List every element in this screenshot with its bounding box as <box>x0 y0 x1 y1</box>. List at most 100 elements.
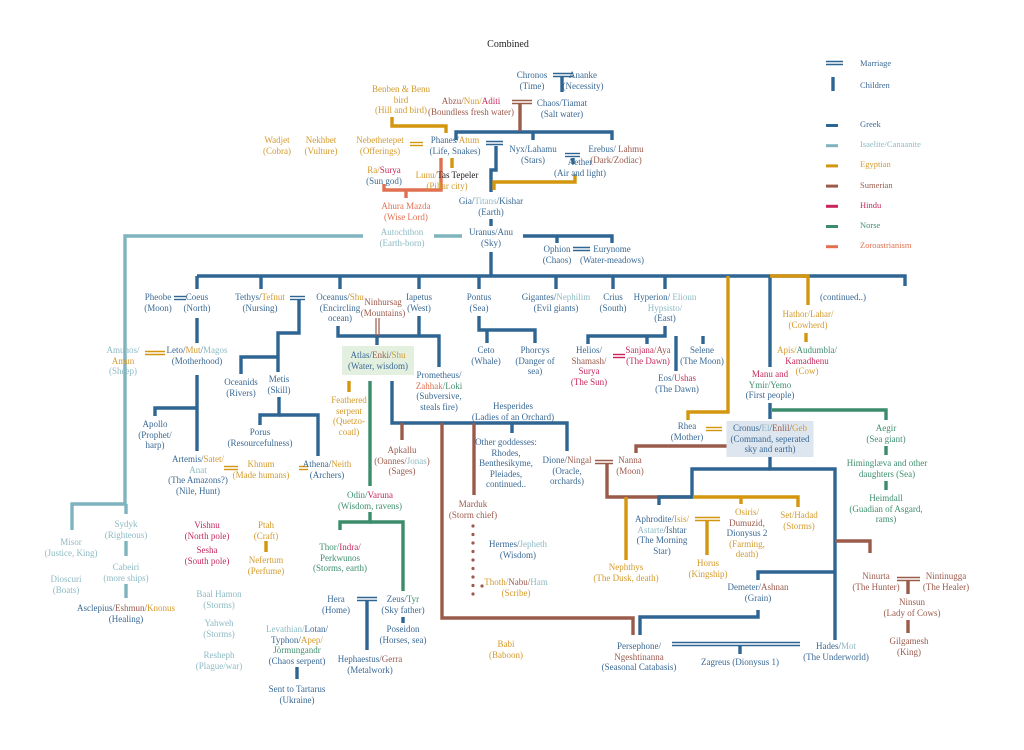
node-line: Babi <box>489 639 523 650</box>
node-line: Nyx/Lahamu <box>509 144 557 155</box>
node-line: Typhon/Apep/ <box>266 635 328 646</box>
node-text: Hera <box>327 594 345 604</box>
node-line: Feathered <box>331 395 366 406</box>
node-amunos: Amunos/Amun(Sheep) <box>106 345 139 377</box>
node-line: Chronos <box>517 70 548 81</box>
node-text: Jepheth <box>519 539 548 549</box>
node-line: (Sages) <box>374 466 430 477</box>
node-text: Nyx/Lahamu <box>509 144 557 154</box>
node-nefertum: Nefertum(Perfume) <box>248 555 284 576</box>
node-line: Iapetus <box>406 292 432 303</box>
node-line: Rhea <box>671 421 704 432</box>
node-line: Porus <box>228 427 293 438</box>
node-line: Shamash/ <box>571 356 607 367</box>
node-text: Nabu/ <box>508 577 531 587</box>
node-line: Nintinugga <box>923 571 969 582</box>
node-line: (Boundless fresh water) <box>428 107 514 118</box>
node-line: (Sun god) <box>366 176 402 187</box>
node-line: Apollo <box>138 419 172 430</box>
node-text: (Cobra) <box>263 145 291 156</box>
node-text: Gia/ <box>458 196 475 206</box>
marriage-line <box>706 426 722 432</box>
node-line: Manu and <box>746 369 795 380</box>
node-text: Autochthon <box>380 227 424 237</box>
node-asclepius: Asclepius/Eshmun/Knonus(Healing) <box>77 603 175 624</box>
node-line: (Kingship) <box>689 569 728 580</box>
node-line: Surya <box>571 366 607 377</box>
node-line: Coeus <box>184 292 211 303</box>
node-text: Indra/ <box>339 542 361 552</box>
node-text: Mut <box>185 345 201 355</box>
child-line <box>153 406 197 416</box>
marriage-line <box>573 246 590 252</box>
node-text: (The Hunter) <box>852 581 900 592</box>
node-text: Erebus/ <box>588 144 619 154</box>
node-text: (Quetzo- <box>333 416 365 427</box>
child-line <box>835 539 872 553</box>
marriage-line <box>224 465 238 471</box>
node-line: Himinglæva and other <box>847 458 928 469</box>
child-line <box>197 274 907 286</box>
node-line: (Mountains) <box>361 308 406 319</box>
legend-marriage-label: Marriage <box>860 58 892 68</box>
node-line: (Seasonal Catabasis) <box>602 662 677 673</box>
node-text: /Aya <box>653 345 671 355</box>
node-text: (Storms) <box>783 520 815 531</box>
node-baal: Baal Hamon(Storms) <box>196 589 241 610</box>
node-gilgamesh: Gilgamesh(King) <box>890 636 929 657</box>
node-line: (North) <box>184 303 211 314</box>
node-text: Heimdall <box>869 493 903 503</box>
node-line: Gia/Titans/Kishar <box>459 196 523 207</box>
node-text: (Motherhood) <box>171 355 223 366</box>
node-babi: Babi(Baboon) <box>489 639 523 660</box>
node-ananke: Ananke(Necessity) <box>563 70 604 91</box>
node-text: Pleiades, <box>489 468 523 479</box>
node-line: (Perfume) <box>248 566 284 577</box>
node-line: Athena/Neith <box>303 459 352 470</box>
child-line <box>70 502 125 530</box>
node-text: (Craft) <box>253 530 279 541</box>
node-text: (Storm chief) <box>448 509 498 520</box>
node-text: Atlas/ <box>350 350 372 360</box>
node-text: Enlil <box>772 423 790 433</box>
node-text: Nephilim <box>556 292 591 302</box>
node-metis: Metis(Skill) <box>267 374 290 395</box>
node-line: (Boats) <box>51 585 82 596</box>
node-apkallu: Apkallu(Oannes/Jonas)(Sages) <box>374 445 430 477</box>
node-poseidon: Poseidon(Horses, sea) <box>380 624 427 645</box>
node-phanes: Phanes/Atum(Life, Snakes) <box>430 135 481 156</box>
node-line: Cronus/El/Enlil/Geb <box>731 423 810 434</box>
node-line: (Earth-born) <box>380 238 425 249</box>
node-thor: Thor/Indra/Perkwunos(Storms, earth) <box>313 542 367 574</box>
node-line: (Horses, sea) <box>380 635 427 646</box>
node-text: Ninhursag <box>364 297 402 307</box>
child-line <box>370 520 405 591</box>
node-text: harp) <box>145 440 165 451</box>
node-text: Enki <box>371 350 389 360</box>
node-text: coatl) <box>338 426 360 437</box>
child-line <box>586 326 667 344</box>
node-line: (Chaos serpent) <box>266 656 328 667</box>
node-line: (The Underworld) <box>803 652 869 663</box>
node-text: ocean) <box>328 313 352 324</box>
node-line: (The Morning <box>635 535 689 546</box>
node-text: Pheobe <box>144 292 172 302</box>
node-text: Ham <box>530 577 548 587</box>
node-hesperides: Hesperides(Ladies of an Orchard) <box>472 401 554 422</box>
node-line: Ptah <box>254 520 279 531</box>
node-line: Gilgamesh <box>890 636 929 647</box>
node-text: (Lady of Cows) <box>883 607 941 618</box>
node-line: (Nursing) <box>235 303 285 314</box>
node-line: (Prophet/ <box>138 430 172 441</box>
node-text: Anat <box>189 464 207 475</box>
node-text: / <box>769 423 773 433</box>
node-line: (The Healer) <box>923 582 969 593</box>
node-pheobe: Pheobe(Moon) <box>144 292 172 313</box>
node-line: Phanes/Atum <box>430 135 481 146</box>
node-line: (Storms) <box>203 629 235 640</box>
node-text: Marduk <box>458 499 488 509</box>
node-text: (Justice, King) <box>44 547 98 558</box>
node-line: (The Amazons?) <box>168 475 228 486</box>
node-text: Perkwunos <box>320 552 360 563</box>
